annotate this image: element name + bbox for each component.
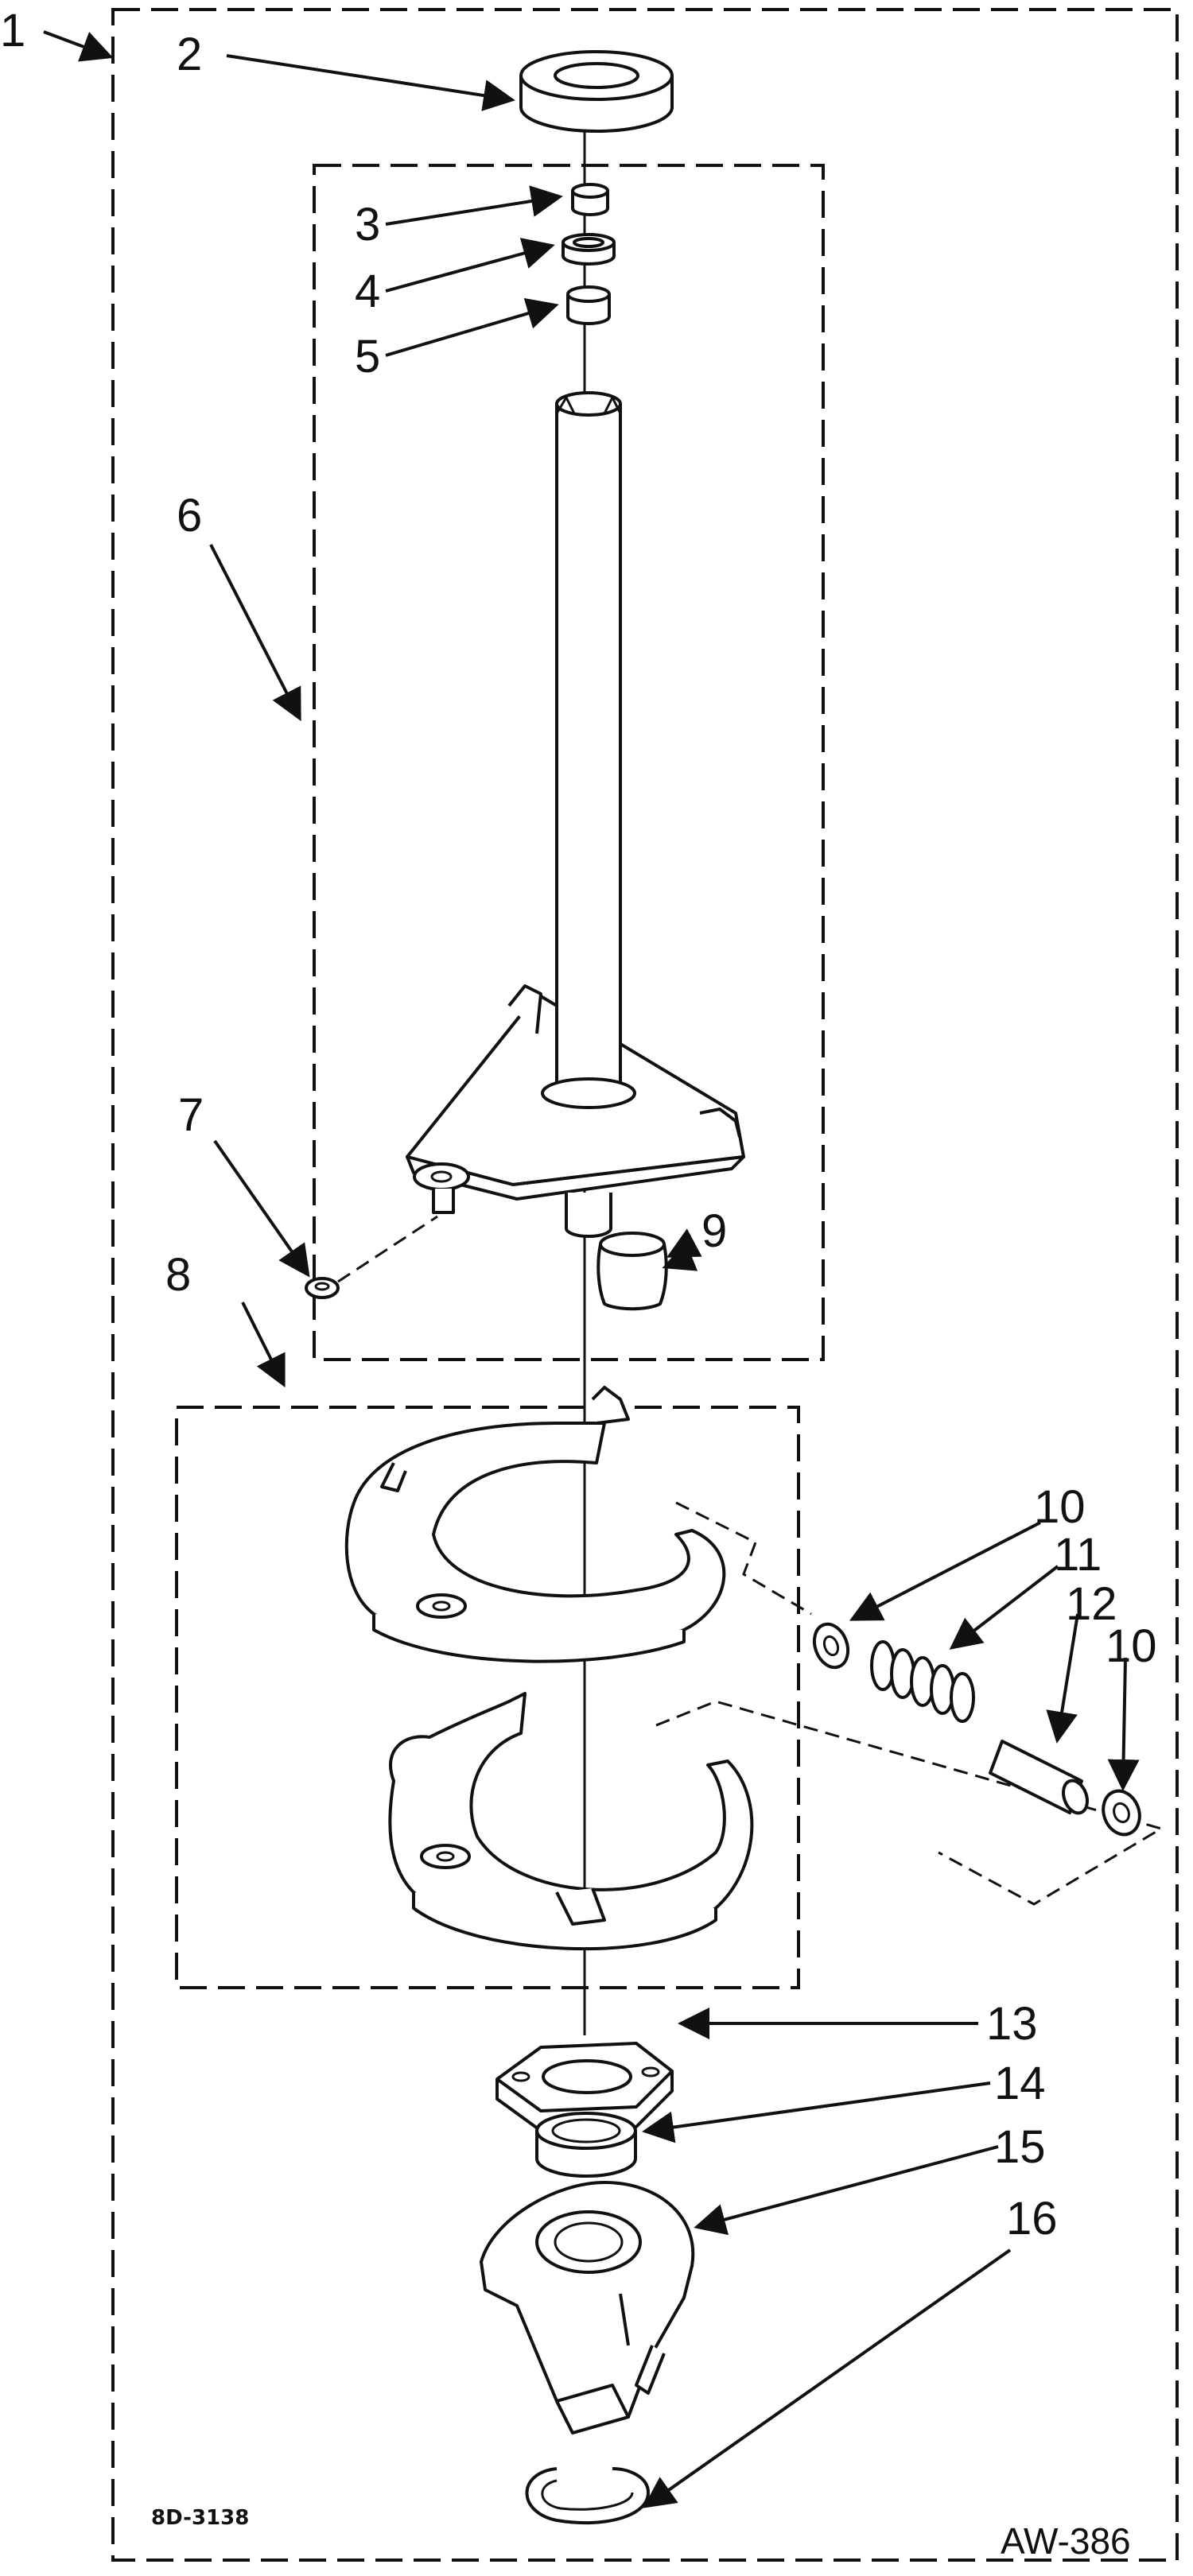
- callout-1: 1: [0, 5, 25, 56]
- part-spring-washer-right: [1102, 1789, 1141, 1837]
- callout-5: 5: [355, 331, 380, 382]
- part-snap-ring: [525, 2467, 650, 2525]
- part-brake-shoe-upper: [344, 1386, 726, 1663]
- callout-10-right: 10: [1106, 1620, 1157, 1672]
- part-bearing-ring: [535, 2112, 637, 2178]
- part-drive-block: [480, 2181, 695, 2434]
- callout-6: 6: [177, 490, 202, 541]
- shaft-assembly-frame: [313, 164, 825, 1361]
- drawing-code: 8D-3138: [151, 2506, 249, 2530]
- callout-11: 11: [1054, 1529, 1102, 1581]
- part-seal: [519, 50, 674, 133]
- callout-16: 16: [1006, 2193, 1058, 2244]
- callout-15: 15: [994, 2121, 1046, 2173]
- part-bushing-lower: [566, 285, 611, 325]
- part-washer-small: [562, 233, 616, 266]
- callout-9: 9: [701, 1205, 727, 1257]
- part-cam-ring: [495, 2042, 674, 2132]
- part-spring-washer-left: [812, 1622, 850, 1670]
- part-bushing-upper: [571, 183, 609, 216]
- part-retainer-clip: [305, 1277, 340, 1299]
- callout-10-left: 10: [1034, 1481, 1086, 1533]
- callout-12: 12: [1066, 1578, 1117, 1630]
- callout-13: 13: [986, 1998, 1038, 2050]
- outer-assembly-frame: [111, 8, 1179, 2562]
- callout-3: 3: [355, 199, 380, 250]
- part-bearing-bushing: [596, 1232, 668, 1311]
- callout-4: 4: [355, 266, 380, 317]
- part-compression-spring: [870, 1640, 975, 1723]
- part-brake-shoe-lower: [388, 1692, 754, 1951]
- leader-lines: [43, 30, 1140, 2508]
- callout-7: 7: [178, 1089, 204, 1141]
- callout-8: 8: [165, 1249, 191, 1301]
- part-spring-pin: [989, 1740, 1089, 1815]
- callout-14: 14: [994, 2058, 1046, 2109]
- brake-assembly-frame: [175, 1406, 800, 1989]
- callout-2: 2: [177, 29, 202, 80]
- part-shaft-tube: [541, 391, 636, 1238]
- reference-code: AW-386: [1001, 2520, 1131, 2562]
